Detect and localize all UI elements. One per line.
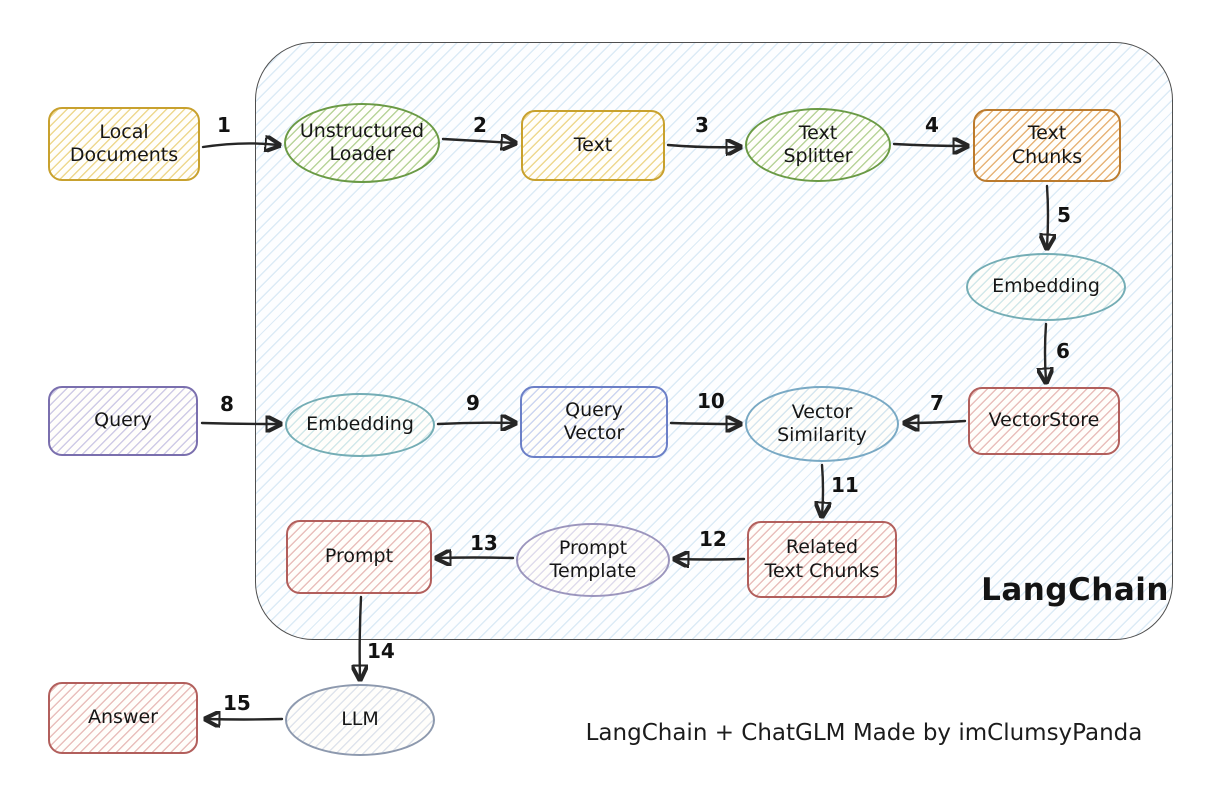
- node-vectorstore: VectorStore: [968, 387, 1120, 455]
- edge-label-13: 13: [470, 531, 498, 555]
- node-related-text-chunks: Related Text Chunks: [747, 521, 897, 598]
- node-label: Text: [573, 133, 613, 156]
- node-text-chunks: Text Chunks: [973, 109, 1121, 182]
- node-unstructured-loader: Unstructured Loader: [284, 103, 440, 183]
- node-label: LLM: [341, 708, 379, 731]
- node-label: VectorStore: [988, 409, 1100, 432]
- edge-label-10: 10: [697, 389, 725, 413]
- edge-label-14: 14: [367, 639, 395, 663]
- node-label: Answer: [88, 706, 158, 729]
- edge-label-9: 9: [466, 391, 480, 415]
- node-text: Text: [521, 110, 665, 181]
- node-label: Query Vector: [563, 398, 625, 444]
- node-label: Query: [94, 409, 152, 432]
- node-label: Embedding: [992, 275, 1100, 298]
- node-label: Prompt Template: [549, 536, 637, 582]
- node-embedding-query: Embedding: [285, 393, 435, 457]
- langchain-container-label: LangChain: [981, 572, 1169, 608]
- node-query: Query: [48, 386, 198, 456]
- node-local-documents: Local Documents: [48, 107, 200, 181]
- node-prompt: Prompt: [286, 520, 432, 594]
- node-label: Text Splitter: [783, 121, 853, 167]
- edge-label-3: 3: [695, 113, 709, 137]
- node-prompt-template: Prompt Template: [516, 523, 670, 597]
- node-label: Related Text Chunks: [764, 536, 880, 582]
- edge-label-11: 11: [831, 473, 859, 497]
- edge-label-2: 2: [473, 113, 487, 137]
- node-label: Local Documents: [69, 120, 179, 166]
- edge-label-6: 6: [1056, 339, 1070, 363]
- edge-label-1: 1: [217, 113, 231, 137]
- node-label: Embedding: [306, 413, 414, 436]
- edge-label-8: 8: [220, 392, 234, 416]
- node-label: Unstructured Loader: [299, 119, 425, 165]
- edge-label-4: 4: [925, 113, 939, 137]
- node-embedding-docs: Embedding: [966, 253, 1126, 321]
- edge-label-12: 12: [699, 527, 727, 551]
- edge-label-15: 15: [223, 691, 251, 715]
- node-label: Vector Similarity: [777, 400, 867, 446]
- node-label: Prompt: [324, 545, 394, 568]
- node-text-splitter: Text Splitter: [745, 108, 891, 182]
- edge-label-7: 7: [930, 391, 944, 415]
- node-llm: LLM: [285, 684, 435, 756]
- node-query-vector: Query Vector: [520, 386, 668, 458]
- node-answer: Answer: [48, 682, 198, 754]
- node-vector-similarity: Vector Similarity: [745, 386, 899, 462]
- node-label: Text Chunks: [1011, 122, 1083, 168]
- caption: LangChain + ChatGLM Made by imClumsyPand…: [585, 720, 1143, 746]
- arrow-15: [207, 719, 284, 720]
- edge-label-5: 5: [1057, 203, 1071, 227]
